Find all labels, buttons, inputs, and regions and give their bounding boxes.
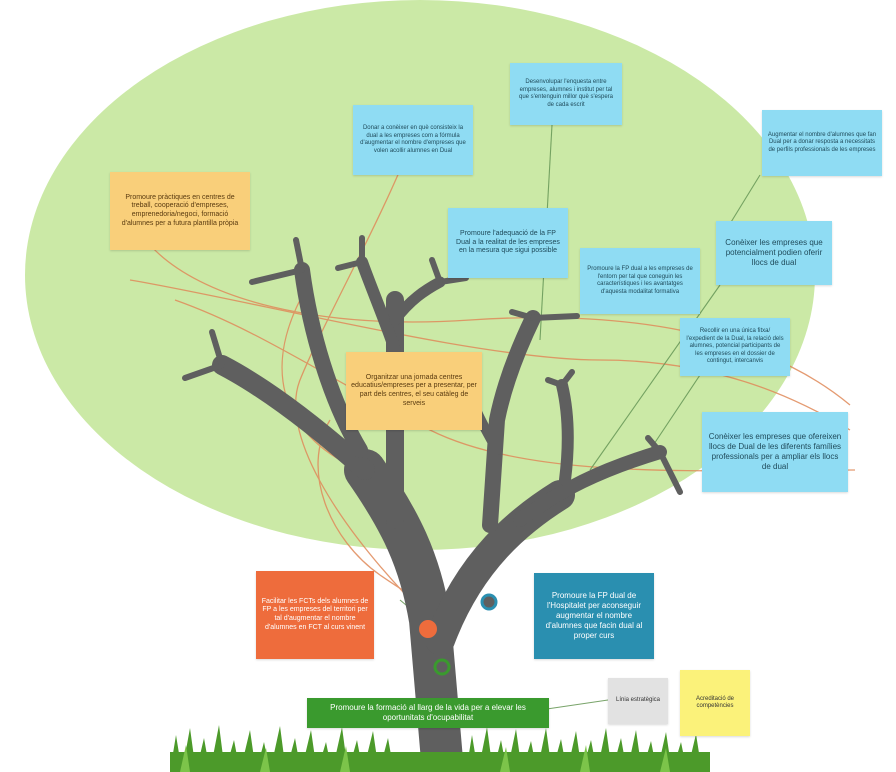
note-blue: Promoure la FP dual de l'Hospitalet per … (534, 573, 654, 659)
note-top-center: Desenvolupar l'enquesta entre empreses, … (510, 63, 622, 125)
note-orange-left: Promoure pràctiques en centres de trebal… (110, 172, 250, 250)
note-small-right: Recollir en una única fitxa/ l'expedient… (680, 318, 790, 376)
note-mid-right-cyan: Promoure la FP dual a les empreses de l'… (580, 248, 700, 314)
note-right-top: Augmentar el nombre d'alumnes que fan Du… (762, 110, 882, 176)
red-ornament (419, 620, 437, 638)
blue-ornament (480, 593, 498, 611)
note-orange-center: Organitzar una jornada centres educatius… (346, 352, 482, 430)
green-ornament (433, 658, 451, 676)
note-red: Facilitar les FCTs dels alumnes de FP a … (256, 571, 374, 659)
note-middle-cyan: Promoure l'adequació de la FP Dual a la … (448, 208, 568, 278)
note-green: Promoure la formació al llarg de la vida… (307, 698, 549, 728)
note-top-left-cyan: Donar a conèixer en què consisteix la du… (353, 105, 473, 175)
note-right-cyan: Conèixer les empreses que potencialment … (716, 221, 832, 285)
note-right-bottom: Conèixer les empreses que ofereixen lloc… (702, 412, 848, 492)
legend-competencies: Acreditació de competències (680, 670, 750, 736)
grass-highlights (180, 745, 670, 772)
legend-strategic-line: Línia estratègica (608, 678, 668, 724)
tree-canopy (25, 0, 815, 550)
grass (170, 725, 710, 772)
